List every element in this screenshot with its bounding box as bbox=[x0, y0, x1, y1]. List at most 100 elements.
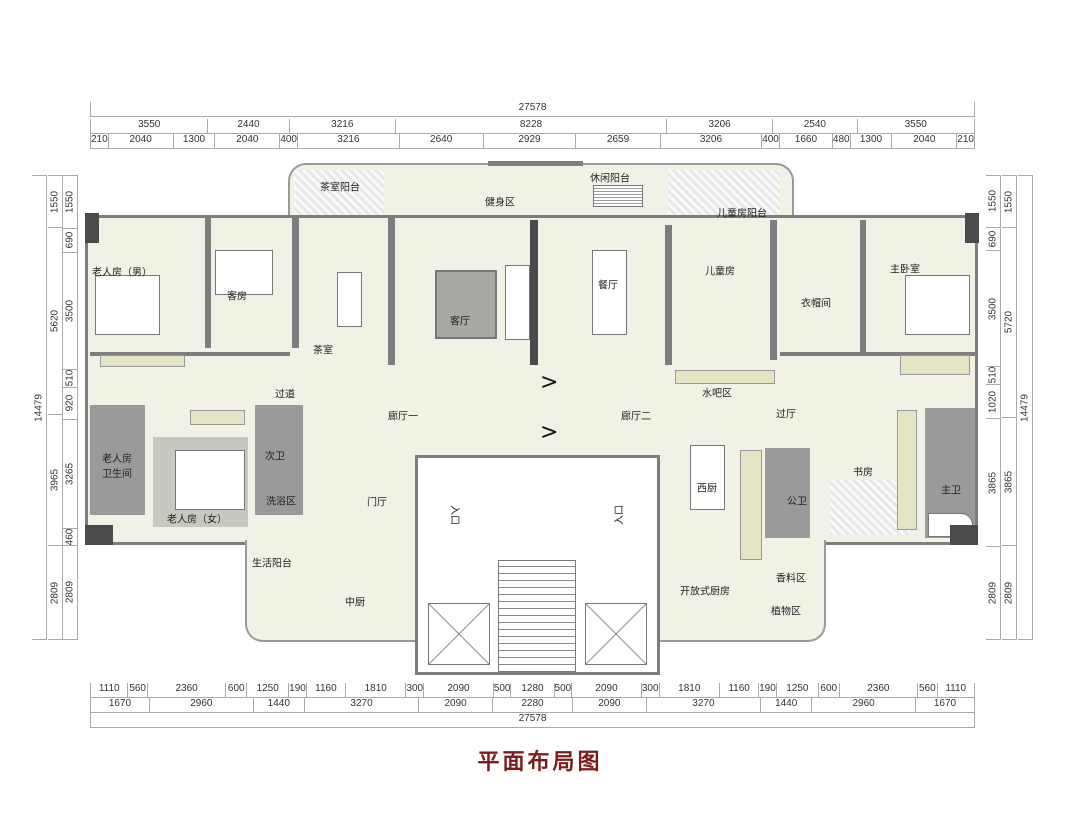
dimension-segment: 1550 bbox=[48, 175, 62, 227]
dimension-segment: 400 bbox=[761, 134, 779, 148]
dimension-value: 460 bbox=[64, 528, 76, 546]
dimension-value: 1550 bbox=[1003, 190, 1015, 213]
dimension-value: 2659 bbox=[606, 134, 630, 145]
room-label-dining: 餐厅 bbox=[598, 280, 618, 292]
dimension-segment: 1300 bbox=[172, 134, 215, 148]
wall bbox=[780, 352, 975, 356]
dimension-value: 400 bbox=[762, 134, 779, 145]
room-label-kids-balcony: 儿童房阳台 bbox=[717, 208, 767, 220]
dimension-segment: 300 bbox=[640, 683, 659, 697]
dimension-segment: 1110 bbox=[90, 683, 127, 697]
dimension-segment: 600 bbox=[225, 683, 246, 697]
dimension-segment: 3270 bbox=[303, 698, 419, 712]
dimension-value: 3550 bbox=[138, 119, 161, 130]
dimension-segment: 1670 bbox=[914, 698, 975, 712]
room-label-open-kitchen: 开放式厨房 bbox=[680, 586, 730, 598]
dimension-value: 500 bbox=[493, 683, 511, 694]
dimension-segment: 3865 bbox=[1002, 416, 1016, 546]
dimension-segment: 510 bbox=[986, 366, 1000, 384]
dimension-segment: 1810 bbox=[658, 683, 719, 697]
dimension-value: 2360 bbox=[867, 683, 890, 694]
drawing-title: 平面布局图 bbox=[477, 749, 603, 775]
dimension-segment: 2280 bbox=[491, 698, 572, 712]
second-bathroom bbox=[255, 405, 303, 515]
dimension-segment: 14479 bbox=[32, 175, 46, 640]
dimension-value: 2090 bbox=[447, 683, 470, 694]
dimension-segment: 3865 bbox=[986, 418, 1000, 546]
right-bottom-wing bbox=[650, 540, 826, 642]
dimension-segment: 1670 bbox=[90, 698, 149, 712]
room-label-spice: 香料区 bbox=[776, 573, 806, 585]
dimension-value: 510 bbox=[987, 367, 999, 384]
dimension-value: 600 bbox=[227, 683, 245, 694]
dimension-segment: 1810 bbox=[344, 683, 405, 697]
elevator-right bbox=[585, 603, 647, 665]
dining-table bbox=[592, 250, 627, 335]
dimension-value: 1440 bbox=[267, 698, 290, 709]
dimension-segment: 210 bbox=[956, 134, 975, 148]
room-label-tea-balcony: 茶室阳台 bbox=[320, 182, 360, 194]
kids-balcony-floor bbox=[668, 170, 780, 218]
bed-elder-male bbox=[95, 275, 160, 335]
dimension-segment: 210 bbox=[90, 134, 108, 148]
bed-elder-female bbox=[175, 450, 245, 510]
dimension-value: 1280 bbox=[521, 683, 544, 694]
dimension-value: 27578 bbox=[518, 713, 547, 724]
room-label-closet: 衣帽间 bbox=[801, 298, 831, 310]
dimension-value: 1670 bbox=[108, 698, 132, 709]
room-label-plants: 植物区 bbox=[771, 606, 801, 618]
living-rug bbox=[435, 270, 497, 339]
dimension-segment: 3216 bbox=[288, 119, 396, 133]
dimension-value: 190 bbox=[289, 683, 306, 694]
room-label-utility-balcony: 生活阳台 bbox=[252, 558, 292, 570]
dimension-value: 2809 bbox=[49, 581, 61, 604]
dimension-value: 690 bbox=[987, 230, 999, 248]
dimension-segment: 3216 bbox=[297, 134, 399, 148]
dimension-segment: 3965 bbox=[48, 413, 62, 546]
wall bbox=[292, 218, 299, 348]
room-label-water-bar: 水吧区 bbox=[702, 388, 732, 400]
dimension-bottom-total: 27578 bbox=[90, 713, 975, 728]
room-label-master-bath: 主卫 bbox=[941, 485, 961, 497]
water-bar-cabinet bbox=[675, 370, 775, 384]
wall bbox=[665, 225, 672, 365]
dimension-value: 2360 bbox=[175, 683, 198, 694]
cabinet bbox=[900, 355, 970, 375]
dimension-value: 3500 bbox=[64, 299, 76, 322]
room-label-foyer: 门厅 bbox=[367, 497, 387, 509]
cabinet bbox=[740, 450, 762, 560]
dimension-value: 1670 bbox=[933, 698, 957, 709]
wall bbox=[205, 218, 211, 348]
room-label-hall1: 廊厅一 bbox=[388, 411, 418, 423]
dimension-left-total: 14479 bbox=[32, 175, 47, 640]
elder-bathroom bbox=[90, 405, 145, 515]
dimension-segment: 560 bbox=[917, 683, 936, 697]
dimension-segment: 3265 bbox=[63, 418, 77, 529]
dimension-segment: 2960 bbox=[148, 698, 253, 712]
dimension-value: 3550 bbox=[904, 119, 927, 130]
dimension-segment: 190 bbox=[758, 683, 776, 697]
dimension-segment: 1160 bbox=[719, 683, 758, 697]
dimension-value: 2960 bbox=[190, 698, 213, 709]
tea-balcony-floor bbox=[294, 170, 384, 218]
dimension-value: 1110 bbox=[945, 683, 967, 694]
dimension-value: 3206 bbox=[699, 134, 723, 145]
elevator-left bbox=[428, 603, 490, 665]
dimension-value: 1550 bbox=[987, 190, 999, 213]
dimension-value: 1250 bbox=[786, 683, 809, 694]
room-label-lobby: 过厅 bbox=[776, 409, 796, 421]
dimension-segment: 1550 bbox=[986, 175, 1000, 227]
room-label-tea-room: 茶室 bbox=[313, 345, 333, 357]
wall bbox=[388, 215, 395, 365]
dimension-value: 1250 bbox=[256, 683, 279, 694]
dimension-value: 560 bbox=[918, 683, 936, 694]
dimension-segment: 2809 bbox=[48, 545, 62, 641]
dimension-value: 690 bbox=[64, 231, 76, 249]
room-label-chinese-kitchen: 中厨 bbox=[345, 597, 365, 609]
dimension-value: 3270 bbox=[350, 698, 373, 709]
dimension-value: 560 bbox=[129, 683, 146, 694]
